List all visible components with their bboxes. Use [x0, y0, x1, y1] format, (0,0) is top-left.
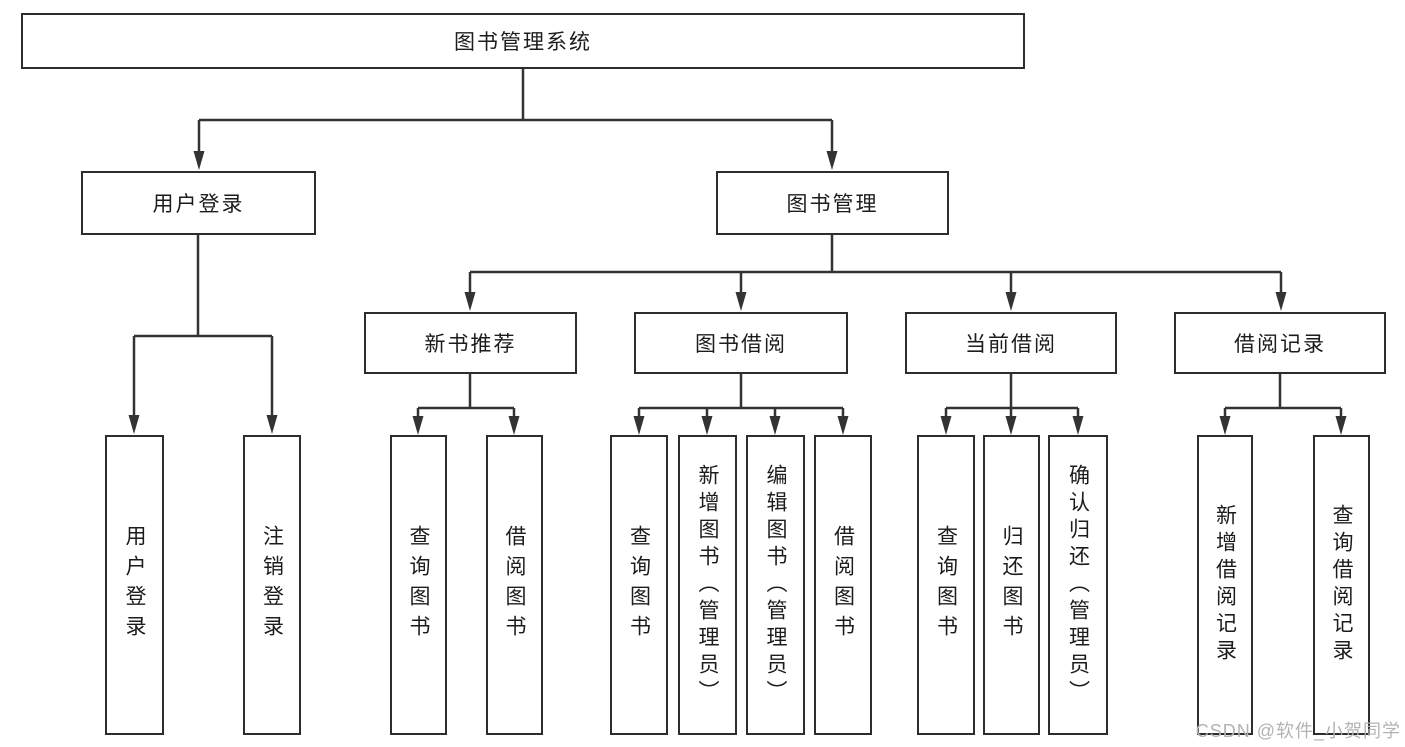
node-root-label: 图书管理系统: [454, 31, 592, 54]
leaf-add-borrow-record-label: 新增借阅记录: [1213, 504, 1237, 666]
leaf-query-books-borrow-label: 查询图书: [627, 525, 651, 645]
node-borrow-records: 借阅记录: [1174, 312, 1386, 374]
leaf-query-borrow-record: 查询借阅记录: [1313, 435, 1370, 735]
node-current-borrow: 当前借阅: [905, 312, 1117, 374]
leaf-query-books-current-label: 查询图书: [934, 525, 958, 645]
node-book-borrow: 图书借阅: [634, 312, 848, 374]
leaf-return-books-label: 归还图书: [1000, 525, 1023, 645]
node-book-management-label: 图书管理: [786, 193, 879, 216]
node-root-system: 图书管理系统: [21, 13, 1025, 69]
leaf-confirm-return-admin-label: 确认归还（管理员）: [1066, 463, 1090, 707]
node-borrow-records-label: 借阅记录: [1234, 333, 1326, 356]
leaf-user-login-label: 用户登录: [123, 525, 146, 645]
leaf-query-books-recommend-label: 查询图书: [407, 525, 430, 645]
node-new-book-recommend-label: 新书推荐: [424, 333, 517, 356]
leaf-add-borrow-record: 新增借阅记录: [1197, 435, 1253, 735]
leaf-logout-label: 注销登录: [260, 525, 284, 645]
leaf-return-books: 归还图书: [983, 435, 1040, 735]
leaf-user-login: 用户登录: [105, 435, 164, 735]
leaf-query-books-borrow: 查询图书: [610, 435, 668, 735]
leaf-borrow-books-recommend-label: 借阅图书: [503, 525, 526, 645]
leaf-logout: 注销登录: [243, 435, 301, 735]
node-user-login: 用户登录: [81, 171, 316, 235]
node-book-borrow-label: 图书借阅: [695, 333, 787, 356]
leaf-borrow-books-recommend: 借阅图书: [486, 435, 543, 735]
leaf-borrow-books-label: 借阅图书: [831, 525, 855, 645]
leaf-edit-books-admin-label: 编辑图书（管理员）: [764, 463, 787, 707]
node-user-login-label: 用户登录: [152, 193, 245, 216]
leaf-confirm-return-admin: 确认归还（管理员）: [1048, 435, 1108, 735]
leaf-edit-books-admin: 编辑图书（管理员）: [746, 435, 805, 735]
csdn-watermark: CSDN @软件_小贺同学: [1195, 721, 1401, 741]
leaf-add-books-admin-label: 新增图书（管理员）: [696, 463, 719, 707]
leaf-borrow-books: 借阅图书: [814, 435, 872, 735]
leaf-add-books-admin: 新增图书（管理员）: [678, 435, 737, 735]
leaf-query-books-recommend: 查询图书: [390, 435, 447, 735]
node-current-borrow-label: 当前借阅: [965, 333, 1057, 356]
leaf-query-borrow-record-label: 查询借阅记录: [1330, 504, 1353, 666]
leaf-query-books-current: 查询图书: [917, 435, 975, 735]
node-book-management: 图书管理: [716, 171, 949, 235]
node-new-book-recommend: 新书推荐: [364, 312, 577, 374]
